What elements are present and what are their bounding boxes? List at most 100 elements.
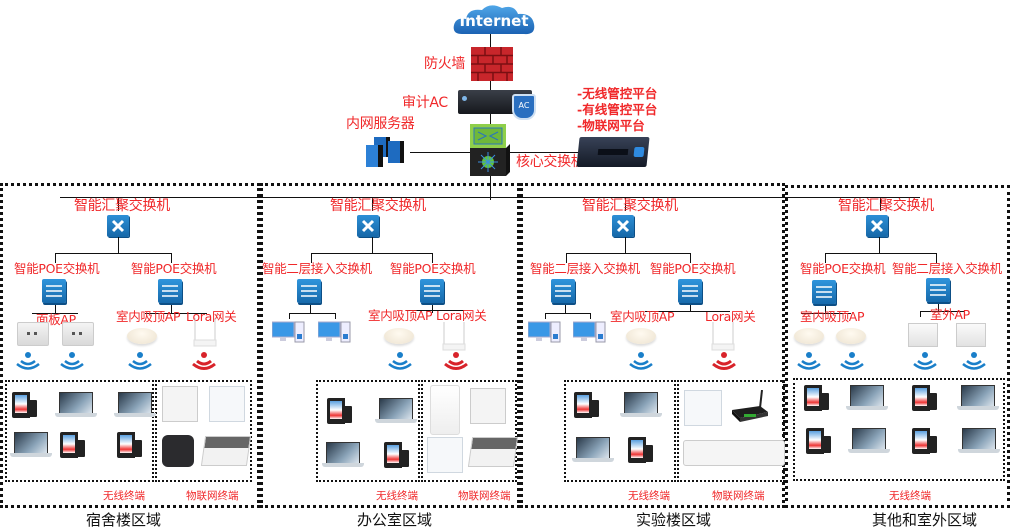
wifi-signal-icon [840, 352, 864, 370]
zone-title: 办公室区域 [357, 511, 433, 529]
link-line [335, 313, 336, 319]
link-line [545, 313, 591, 314]
iot-gateway-icon [730, 389, 770, 424]
l2-switch-icon [551, 279, 575, 303]
iot-terminal-group [421, 380, 517, 482]
link-line [55, 305, 56, 313]
l2-switch-icon [926, 278, 950, 302]
server-link-line [410, 152, 610, 153]
outdoor-ap-icon [956, 323, 986, 347]
tablet-phone-icon [806, 428, 832, 454]
link-line [372, 237, 373, 253]
ceiling-ap-icon [836, 328, 866, 344]
wifi-signal-icon [60, 352, 84, 370]
ceiling-ap-label: 室内吸顶AP [368, 308, 433, 323]
firewall-icon [471, 47, 513, 81]
iot-terminal-group [155, 380, 252, 482]
link-line [432, 253, 433, 263]
smart-switch-panel-icon [209, 386, 245, 422]
link-line [171, 253, 172, 263]
laptop-icon [55, 392, 97, 418]
access-switch-label: 智能二层接入交换机 [892, 261, 1002, 276]
laptop-icon [322, 442, 364, 468]
poe-switch-icon [678, 279, 702, 303]
platform-iot-label: -物联网平台 [577, 118, 645, 133]
iot-terminal-label: 物联网终端 [458, 490, 511, 502]
poe-switch-icon [420, 279, 444, 303]
iot-controller-icon [200, 436, 252, 466]
wireless-terminal-group [564, 380, 676, 482]
link-line [545, 313, 546, 319]
wireless-terminal-group [5, 380, 154, 482]
platform-text-block: -无线管控平台 -有线管控平台 -物联网平台 [577, 86, 657, 134]
iot-controller-icon [467, 437, 519, 467]
wifi-signal-icon [913, 352, 937, 370]
desktop-pc-icon [318, 321, 351, 343]
smart-switch-panel-icon [684, 390, 722, 426]
smart-socket-icon [162, 386, 198, 422]
link-line [936, 253, 937, 263]
zone-border-dormitory [0, 183, 260, 508]
ceiling-ap-icon [626, 328, 656, 344]
link-line [289, 313, 290, 319]
pir-sensor-icon [430, 385, 460, 435]
link-line [310, 305, 311, 313]
poe-switch-icon [42, 279, 66, 303]
aggregation-switch-label: 智能汇聚交换机 [838, 198, 934, 214]
access-switch-label: 智能POE交换机 [131, 261, 217, 276]
wireless-terminal-label: 无线终端 [103, 490, 145, 502]
panel-ap-icon [62, 322, 94, 346]
desktop-pc-icon [528, 321, 561, 343]
access-switch-label: 智能二层接入交换机 [530, 261, 640, 276]
link-line [311, 253, 433, 254]
ceiling-ap-label: 室内吸顶AP [116, 309, 181, 324]
wifi-signal-icon [629, 352, 653, 370]
zone-title: 其他和室外区域 [872, 511, 978, 529]
lora-signal-icon [444, 352, 468, 370]
audit-ac-device-icon: AC [458, 90, 536, 120]
ac-badge-icon: AC [512, 94, 536, 120]
link-line [32, 313, 78, 314]
core-switch-icon [470, 120, 510, 176]
link-line [406, 310, 464, 311]
poe-switch-icon [812, 280, 836, 304]
tablet-phone-icon [60, 432, 86, 458]
link-line [289, 313, 336, 314]
link-line [645, 311, 730, 312]
wireless-terminal-group [793, 378, 1005, 481]
laptop-icon [846, 385, 888, 411]
aggregation-switch-label: 智能汇聚交换机 [330, 198, 426, 214]
laptop-icon [958, 428, 1000, 454]
platform-server-icon [576, 137, 650, 167]
ceiling-ap-icon [384, 328, 414, 344]
laptop-icon [10, 432, 52, 458]
aggregation-switch-label: 智能汇聚交换机 [582, 198, 678, 214]
iot-terminal-label: 物联网终端 [186, 490, 239, 502]
ceiling-ap-label: 室内吸顶AP [610, 309, 675, 324]
laptop-icon [620, 392, 662, 418]
zone-border-lab [520, 183, 785, 508]
platform-wireless-label: -无线管控平台 [577, 86, 658, 101]
link-line [938, 304, 939, 312]
distribution-bus-line [60, 197, 920, 198]
wifi-signal-icon [128, 352, 152, 370]
lora-gateway-icon [192, 318, 218, 348]
aggregation-switch-icon [107, 215, 129, 237]
smart-hub-icon [162, 435, 194, 467]
intranet-server-icon [362, 137, 408, 169]
link-line [801, 313, 851, 314]
laptop-icon [114, 392, 156, 418]
link-line [55, 253, 172, 254]
tablet-phone-icon [574, 392, 600, 418]
link-line [964, 311, 965, 317]
desktop-pc-icon [272, 321, 305, 343]
ceiling-ap-icon [127, 328, 157, 344]
zone-title: 实验楼区域 [636, 511, 712, 529]
link-line [565, 305, 566, 313]
uplink-line [880, 197, 881, 211]
zone-border-other [785, 185, 1010, 508]
link-line [432, 305, 433, 313]
ac-badge-text: AC [518, 101, 530, 110]
aggregation-switch-label: 智能汇聚交换机 [74, 198, 170, 214]
internet-cloud-icon: Internet [452, 4, 536, 40]
